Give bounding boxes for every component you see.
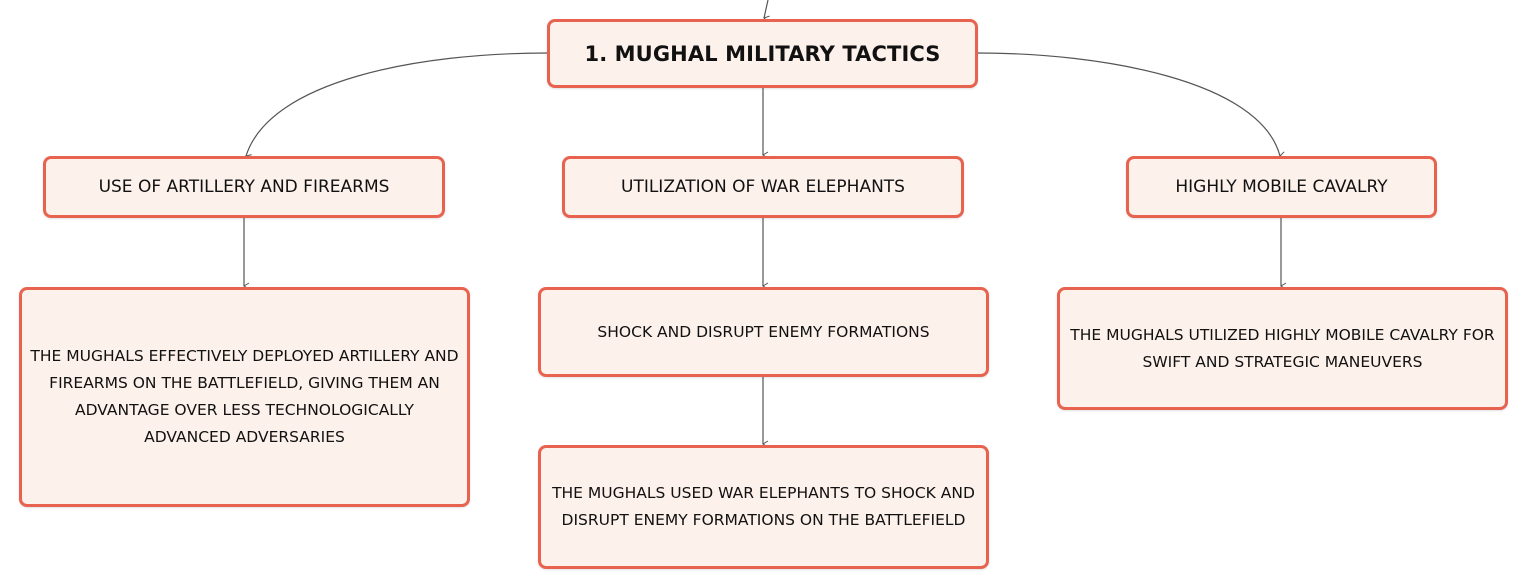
topic-node-elephants[interactable]: UTILIZATION OF WAR ELEPHANTS	[562, 156, 964, 218]
topic-node-artillery[interactable]: USE OF ARTILLERY AND FIREARMS	[43, 156, 445, 218]
topic-label-elephants: UTILIZATION OF WAR ELEPHANTS	[621, 177, 905, 197]
detail-node-elephants[interactable]: THE MUGHALS USED WAR ELEPHANTS TO SHOCK …	[538, 445, 989, 569]
detail-node-artillery[interactable]: THE MUGHALS EFFECTIVELY DEPLOYED ARTILLE…	[19, 287, 470, 507]
detail-text-elephants: THE MUGHALS USED WAR ELEPHANTS TO SHOCK …	[552, 484, 975, 529]
connector-root-cavalry	[977, 52, 1286, 159]
topic-label-cavalry: HIGHLY MOBILE CAVALRY	[1175, 177, 1388, 197]
detail-node-cavalry[interactable]: THE MUGHALS UTILIZED HIGHLY MOBILE CAVAL…	[1057, 287, 1508, 410]
root-topic-label: 1. MUGHAL MILITARY TACTICS	[584, 41, 941, 66]
connector-incoming	[763, 0, 770, 23]
root-topic-node[interactable]: 1. MUGHAL MILITARY TACTICS	[547, 19, 978, 88]
topic-label-artillery: USE OF ARTILLERY AND FIREARMS	[98, 177, 390, 197]
topic-node-cavalry[interactable]: HIGHLY MOBILE CAVALRY	[1126, 156, 1437, 218]
detail-text-artillery: THE MUGHALS EFFECTIVELY DEPLOYED ARTILLE…	[30, 347, 459, 446]
connector-root-artillery	[245, 52, 548, 161]
subtopic-label-shock: SHOCK AND DISRUPT ENEMY FORMATIONS	[597, 322, 930, 341]
detail-text-cavalry: THE MUGHALS UTILIZED HIGHLY MOBILE CAVAL…	[1070, 325, 1495, 371]
subtopic-node-shock[interactable]: SHOCK AND DISRUPT ENEMY FORMATIONS	[538, 287, 989, 377]
